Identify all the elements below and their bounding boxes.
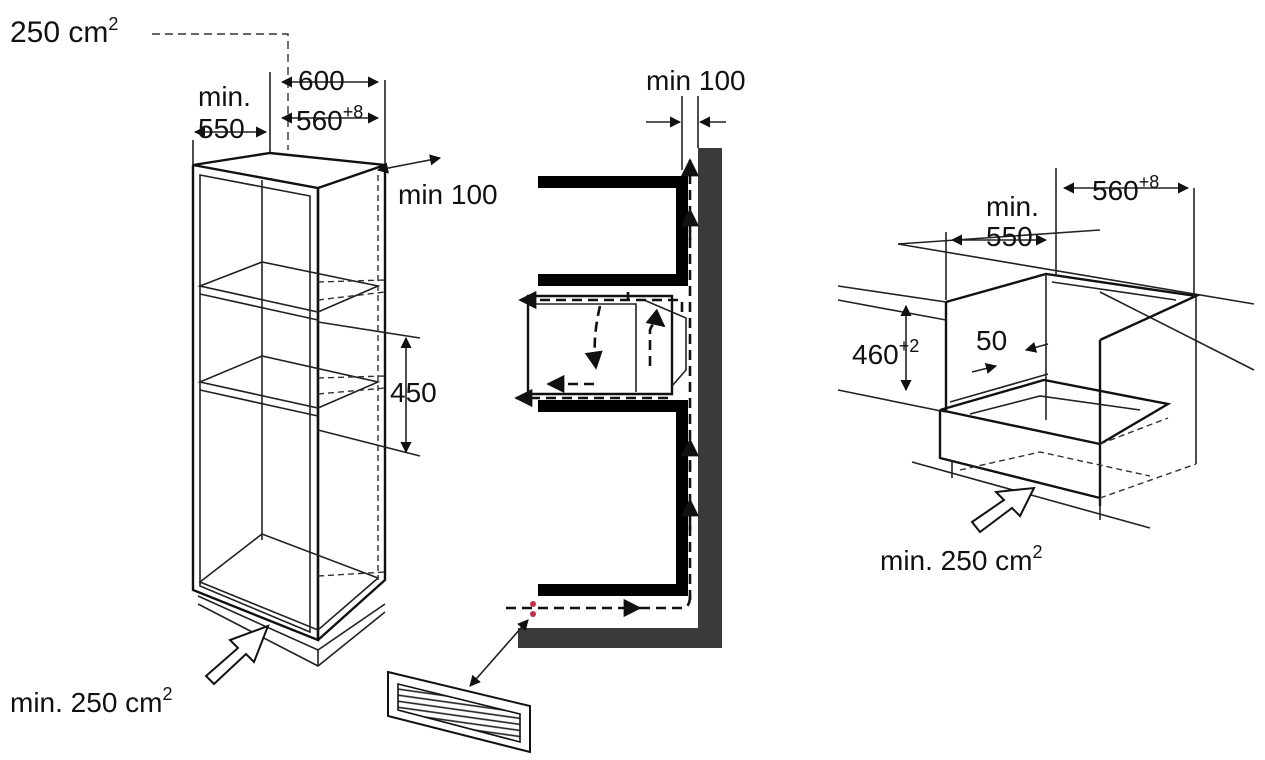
ventilation-grill-icon bbox=[387, 670, 531, 754]
drawer-front bbox=[938, 410, 1101, 500]
rear-gap-dim bbox=[376, 154, 442, 174]
air-intake-arrow-right-icon bbox=[970, 486, 1036, 534]
section-view bbox=[469, 96, 726, 687]
lower-panel bbox=[538, 584, 688, 596]
tall-cabinet bbox=[152, 33, 442, 686]
cabinet-back-right bbox=[317, 165, 387, 641]
grill-leader bbox=[469, 619, 529, 687]
bottom-vent-label: min. 250 cm2 bbox=[10, 684, 173, 718]
front-gap-label: 50 bbox=[976, 325, 1007, 356]
shelf-upper bbox=[197, 261, 381, 313]
intake-marker bbox=[530, 601, 536, 607]
top-vent-label: 250 cm2 bbox=[10, 14, 118, 49]
airflow-exhaust-top bbox=[518, 290, 684, 312]
cabinet-top bbox=[192, 151, 386, 190]
niche-height-label: 450 bbox=[390, 377, 437, 408]
upper-panel bbox=[538, 274, 688, 286]
oven-unit bbox=[526, 294, 674, 396]
rear-gap-label: min 100 bbox=[398, 179, 498, 210]
depth-min-value-right: 550 bbox=[986, 221, 1033, 252]
cabinet-top-opening bbox=[945, 272, 1201, 342]
depth-min-label: min. bbox=[198, 81, 251, 112]
height-label: 460+2 bbox=[852, 336, 919, 370]
shelf-lower bbox=[197, 355, 381, 409]
drawer-top bbox=[939, 378, 1172, 446]
depth-min-value: 550 bbox=[198, 113, 245, 144]
under-counter-cabinet bbox=[837, 168, 1255, 534]
width-inner-label: 560+8 bbox=[296, 102, 363, 136]
width-outer-label: 600 bbox=[298, 65, 345, 96]
cabinet-inner-frame bbox=[199, 174, 311, 634]
width-inner-label-right: 560+8 bbox=[1092, 172, 1159, 206]
depth-min-label-right: min. bbox=[986, 191, 1039, 222]
rear-wall bbox=[518, 148, 722, 648]
top-vent-leader bbox=[152, 33, 289, 150]
rear-gap-top-label: min 100 bbox=[646, 65, 746, 96]
air-intake-arrow-icon bbox=[204, 624, 270, 686]
cabinet-floor bbox=[198, 533, 380, 631]
front-gap-dim bbox=[971, 363, 998, 374]
bottom-vent-label-right: min. 250 cm2 bbox=[880, 542, 1043, 576]
